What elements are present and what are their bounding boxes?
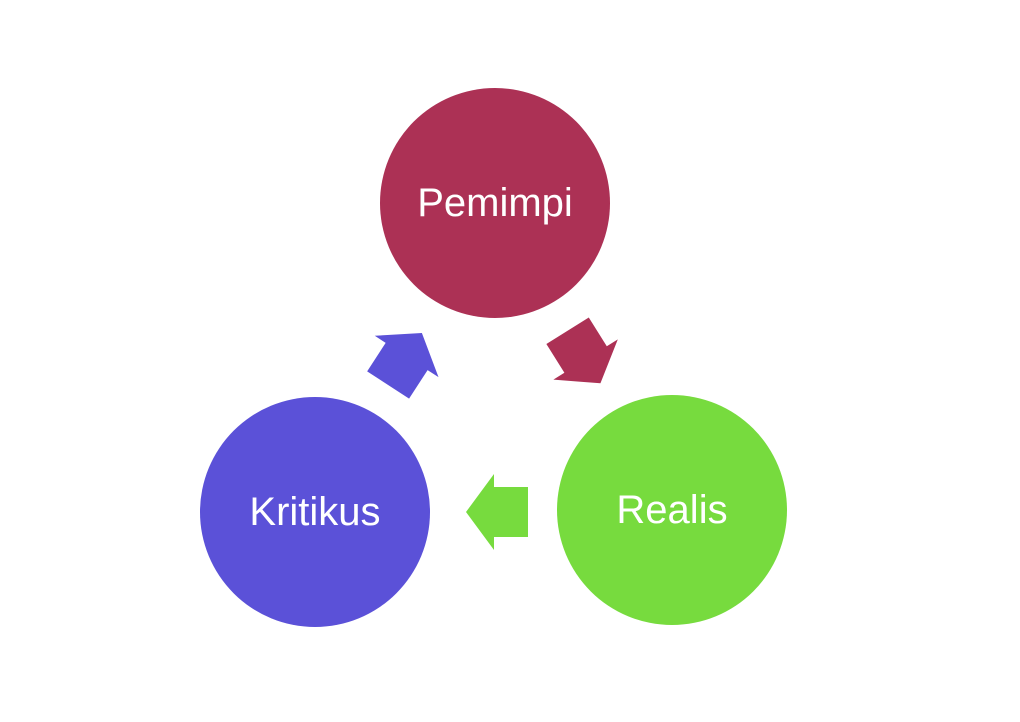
arrow-kritikus-to-pemimpi-icon — [367, 333, 439, 399]
arrow-kritikus-to-pemimpi-shape — [367, 333, 439, 399]
node-kritikus: Kritikus — [200, 397, 430, 627]
node-pemimpi: Pemimpi — [380, 88, 610, 318]
arrow-realis-to-kritikus-icon — [466, 474, 528, 550]
node-realis-label: Realis — [616, 488, 728, 532]
node-realis: Realis — [557, 395, 787, 625]
arrow-pemimpi-to-realis-shape — [546, 317, 618, 384]
arrow-pemimpi-to-realis-icon — [546, 317, 618, 384]
node-pemimpi-label: Pemimpi — [417, 181, 573, 225]
node-kritikus-label: Kritikus — [249, 490, 381, 534]
arrow-realis-to-kritikus-shape — [466, 474, 528, 550]
